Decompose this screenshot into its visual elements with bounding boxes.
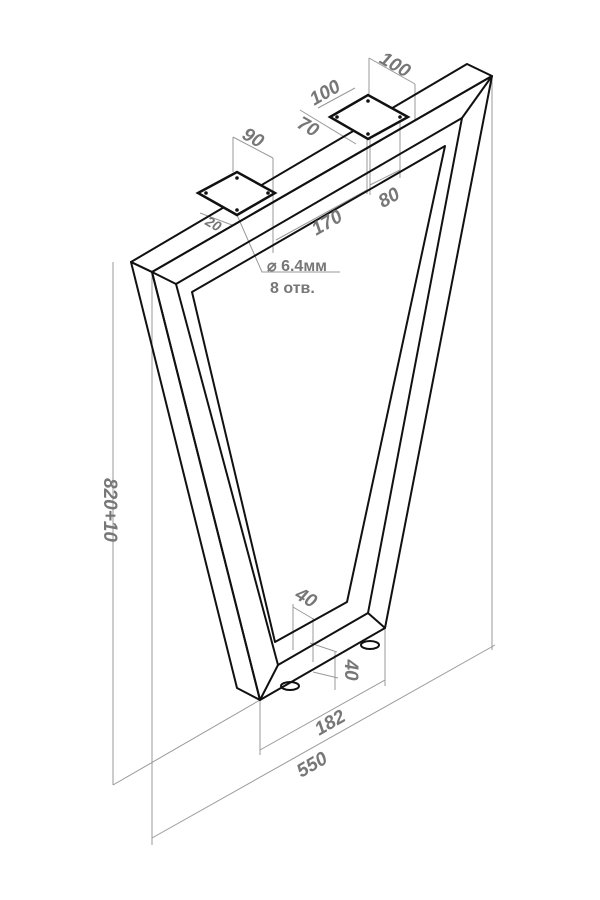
plate1-width-label: 90 [238, 124, 267, 153]
plate2-edge-label: 80 [375, 184, 404, 213]
hole-count-note: 8 отв. [270, 280, 315, 297]
foot-glides [280, 640, 380, 691]
plate2-width-label: 100 [306, 76, 344, 110]
plate2-offset-label: 70 [293, 113, 322, 142]
mounting-plate-2 [327, 93, 411, 141]
leg-frame [130, 63, 493, 701]
plate2-depth-label: 100 [376, 48, 414, 82]
profile-b-label: 40 [340, 658, 361, 681]
height-label: 820+10 [99, 478, 120, 542]
depth-label: 550 [293, 748, 331, 782]
mounting-plate-1 [195, 170, 278, 217]
plate-offset-label: 20 [202, 212, 225, 234]
bottom-width-label: 182 [311, 706, 349, 740]
left-side-face [130, 261, 261, 701]
plate-spacing-label: 170 [308, 206, 346, 240]
inner-opening [191, 145, 446, 643]
hole-diameter-note: ⌀ 6.4мм [267, 258, 327, 275]
